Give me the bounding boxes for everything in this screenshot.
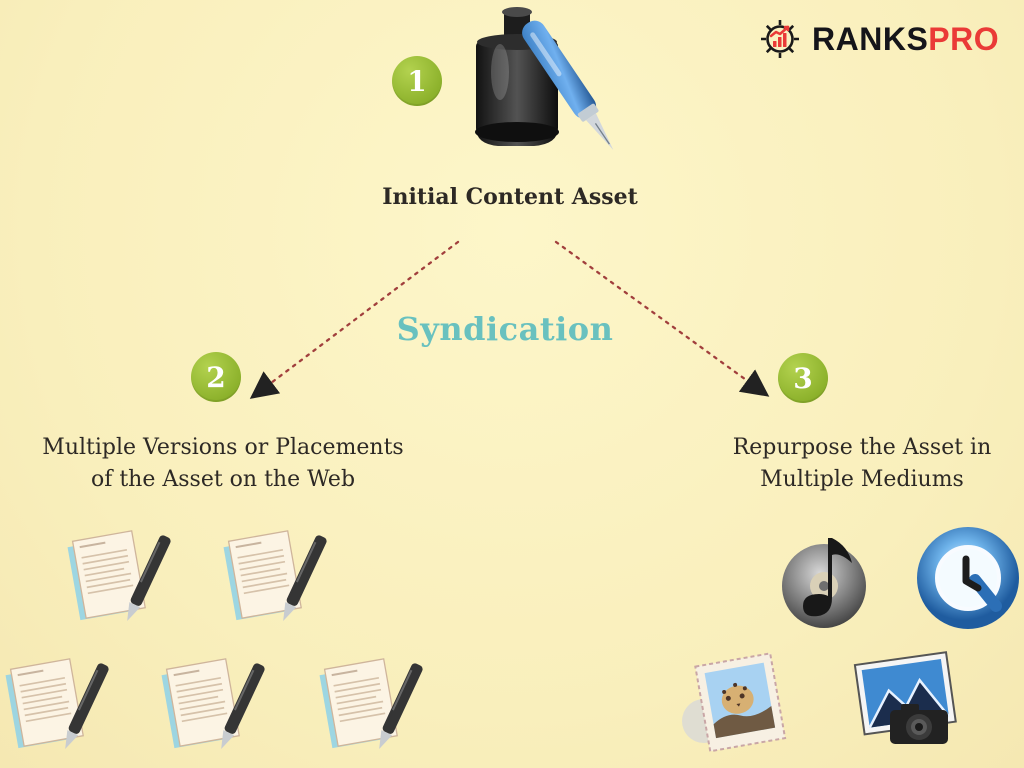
step-3-badge: 3 [778,353,828,403]
document-pen-icon [218,526,336,631]
photo-camera-graphic [853,651,957,744]
brand-wordmark: RANKSPRO [812,23,999,55]
document-pen-graphic [5,658,109,749]
ink-pen-icon [456,0,646,175]
document-pen-graphic [223,530,327,621]
step-2-label-line-1: Multiple Versions or Placements [42,435,404,460]
document-pen-icon [0,654,118,759]
brand-name-primary: RANKS [812,21,929,57]
gear-chart-icon [761,20,799,58]
music-disc-graphic [782,538,866,628]
mail-stamp-graphic [682,652,787,753]
document-pen-icon [156,654,274,759]
music-note-icon [768,524,878,634]
document-pen-icon [314,654,432,759]
step-3-label: Repurpose the Asset in Multiple Mediums [700,432,1024,496]
document-pen-graphic [67,530,171,621]
step-2-label-line-2: of the Asset on the Web [90,466,356,492]
step-3-label-line-2: Multiple Mediums [760,466,964,492]
document-pen-graphic [161,658,265,749]
brand-logo: RANKSPRO [758,12,1020,66]
step-1-badge: 1 [392,56,442,106]
step-2-label: Multiple Versions or Placements of the A… [0,432,446,496]
mail-stamp-icon [680,651,795,756]
photo-camera-icon [850,650,962,755]
step-2-badge: 2 [191,352,241,402]
document-pen-graphic [319,658,423,749]
syndication-label: Syndication [396,310,614,348]
document-pen-icon [62,526,180,631]
ink-bottle-graphic [475,7,614,150]
step-3-label-line-1: Repurpose the Asset in [732,435,992,460]
brand-name-accent: PRO [928,21,1000,57]
quicktime-icon [912,522,1024,634]
step-1-label: Initial Content Asset [382,184,638,210]
quicktime-graphic [917,527,1019,629]
